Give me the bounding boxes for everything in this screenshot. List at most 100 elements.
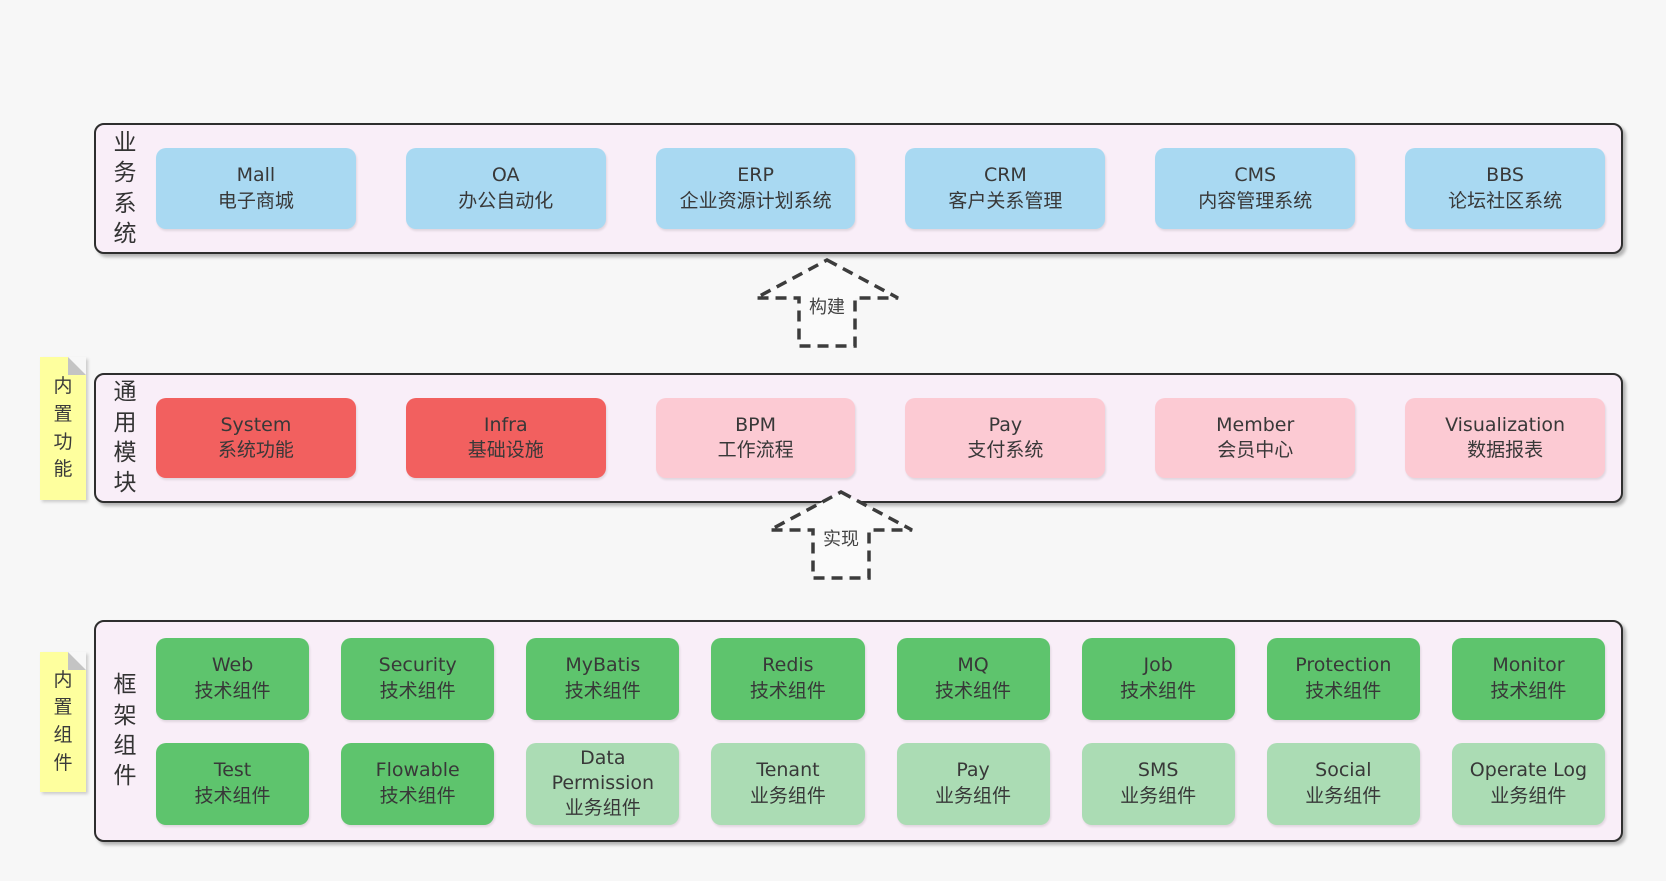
module-box-infra: Infra 基础设施	[405, 398, 606, 478]
system-box-mall: Mall 电子商城	[156, 148, 356, 229]
component-box-flowable: Flowable 技术组件	[341, 742, 495, 825]
box-title: Tenant	[756, 759, 820, 782]
band3-boxes: Web 技术组件 Security 技术组件 MyBatis 技术组件 Redi…	[156, 622, 1605, 840]
band-framework-components: 框架组件 Web 技术组件 Security 技术组件 MyBatis 技术组件…	[94, 620, 1623, 842]
implement-arrow: 实现	[766, 489, 916, 581]
box-title: Operate Log	[1469, 759, 1588, 782]
box-subtitle: 技术组件	[379, 784, 456, 807]
box-title: Protection	[1295, 654, 1392, 677]
box-subtitle: 基础设施	[467, 439, 544, 461]
box-subtitle: 企业资源计划系统	[679, 189, 832, 212]
box-subtitle: 业务组件	[1490, 784, 1567, 807]
system-box-bbs: BBS 论坛社区系统	[1405, 148, 1605, 229]
system-box-cms: CMS 内容管理系统	[1155, 148, 1356, 229]
box-title: System	[220, 413, 292, 436]
box-title: CRM	[983, 164, 1027, 187]
box-subtitle: 电子商城	[217, 189, 294, 212]
box-subtitle: 技术组件	[935, 679, 1012, 702]
component-box-tenant: Tenant 业务组件	[711, 742, 865, 825]
component-box-monitor: Monitor 技术组件	[1451, 637, 1605, 720]
build-arrow-label: 构建	[806, 293, 848, 319]
box-subtitle: 论坛社区系统	[1448, 189, 1563, 212]
component-box-mq: MQ 技术组件	[896, 637, 1050, 720]
band-common-modules: 通用模块 System 系统功能 Infra 基础设施 BPM 工作流程 Pay…	[94, 373, 1623, 503]
box-title: Flowable	[375, 759, 460, 782]
box-subtitle: 数据报表	[1467, 439, 1544, 461]
sticky-note-builtin-components: 内置组件	[40, 652, 86, 792]
note-text: 内置功能	[53, 375, 73, 481]
component-box-web: Web 技术组件	[156, 637, 310, 720]
box-subtitle: 会员中心	[1217, 439, 1294, 461]
box-subtitle: 工作流程	[717, 439, 794, 461]
box-title: Redis	[762, 654, 814, 677]
box-title: Security	[378, 654, 457, 677]
box-subtitle: 业务组件	[1120, 784, 1197, 807]
box-title: MQ	[957, 654, 989, 677]
note-text: 内置组件	[53, 668, 73, 774]
box-title: Pay	[956, 759, 990, 782]
box-subtitle: 技术组件	[1490, 679, 1567, 702]
box-title: Social	[1315, 759, 1372, 782]
band-business-systems: 业务系统 Mall 电子商城 OA 办公自动化 ERP 企业资源计划系统 CRM…	[94, 123, 1623, 254]
box-subtitle: 技术组件	[749, 679, 826, 702]
box-title: Monitor	[1492, 654, 1565, 677]
box-subtitle: 技术组件	[1120, 679, 1197, 702]
box-title: ERP	[737, 164, 774, 187]
band1-boxes: Mall 电子商城 OA 办公自动化 ERP 企业资源计划系统 CRM 客户关系…	[156, 125, 1605, 252]
module-box-pay: Pay 支付系统	[905, 398, 1106, 478]
system-box-oa: OA 办公自动化	[405, 148, 606, 229]
band-label-text: 业务系统	[113, 129, 137, 247]
box-title: BPM	[735, 413, 777, 436]
box-subtitle: 技术组件	[194, 679, 271, 702]
box-subtitle: 技术组件	[564, 679, 641, 702]
band-label-common-modules: 通用模块	[108, 375, 142, 501]
box-title: BBS	[1486, 164, 1524, 187]
component-box-operate-log: Operate Log 业务组件	[1451, 742, 1605, 825]
implement-arrow-label: 实现	[820, 525, 862, 551]
box-title: Web	[211, 654, 254, 677]
build-arrow: 构建	[752, 257, 902, 349]
box-title: Infra	[483, 413, 528, 436]
component-box-test: Test 技术组件	[156, 742, 310, 825]
component-box-pay: Pay 业务组件	[896, 742, 1050, 825]
module-box-visualization: Visualization 数据报表	[1405, 398, 1605, 478]
module-box-system: System 系统功能	[156, 398, 356, 478]
module-box-bpm: BPM 工作流程	[655, 398, 856, 478]
box-subtitle: 业务组件	[1305, 784, 1382, 807]
component-box-mybatis: MyBatis 技术组件	[526, 637, 680, 720]
band2-boxes: System 系统功能 Infra 基础设施 BPM 工作流程 Pay 支付系统…	[156, 375, 1605, 501]
box-title: Mall	[236, 164, 276, 187]
box-subtitle: 内容管理系统	[1198, 189, 1313, 212]
box-subtitle: 技术组件	[379, 679, 456, 702]
box-title: Data Permission	[551, 746, 655, 794]
box-title: Test	[213, 759, 252, 782]
box-subtitle: 支付系统	[967, 439, 1044, 461]
box-title: SMS	[1137, 759, 1179, 782]
band-label-framework-components: 框架组件	[108, 622, 142, 840]
box-title: CMS	[1234, 164, 1277, 187]
box-title: Visualization	[1445, 413, 1566, 436]
system-box-crm: CRM 客户关系管理	[905, 148, 1106, 229]
box-title: MyBatis	[565, 654, 641, 677]
component-box-protection: Protection 技术组件	[1266, 637, 1420, 720]
box-subtitle: 客户关系管理	[948, 189, 1063, 212]
box-title: Member	[1216, 413, 1295, 436]
box-subtitle: 办公自动化	[458, 189, 554, 212]
component-box-sms: SMS 业务组件	[1081, 742, 1235, 825]
box-subtitle: 技术组件	[1305, 679, 1382, 702]
box-subtitle: 系统功能	[217, 439, 294, 461]
band-label-text: 通用模块	[113, 379, 137, 497]
band-label-business-systems: 业务系统	[108, 125, 142, 252]
component-box-security: Security 技术组件	[341, 637, 495, 720]
component-box-social: Social 业务组件	[1266, 742, 1420, 825]
box-subtitle: 技术组件	[194, 784, 271, 807]
component-box-data-permission: Data Permission 业务组件	[526, 742, 680, 825]
box-title: Pay	[988, 413, 1023, 436]
component-box-redis: Redis 技术组件	[711, 637, 865, 720]
box-subtitle: 业务组件	[749, 784, 826, 807]
sticky-note-builtin-functions: 内置功能	[40, 357, 86, 500]
component-box-job: Job 技术组件	[1081, 637, 1235, 720]
box-title: OA	[491, 164, 520, 187]
band-label-text: 框架组件	[113, 672, 137, 790]
